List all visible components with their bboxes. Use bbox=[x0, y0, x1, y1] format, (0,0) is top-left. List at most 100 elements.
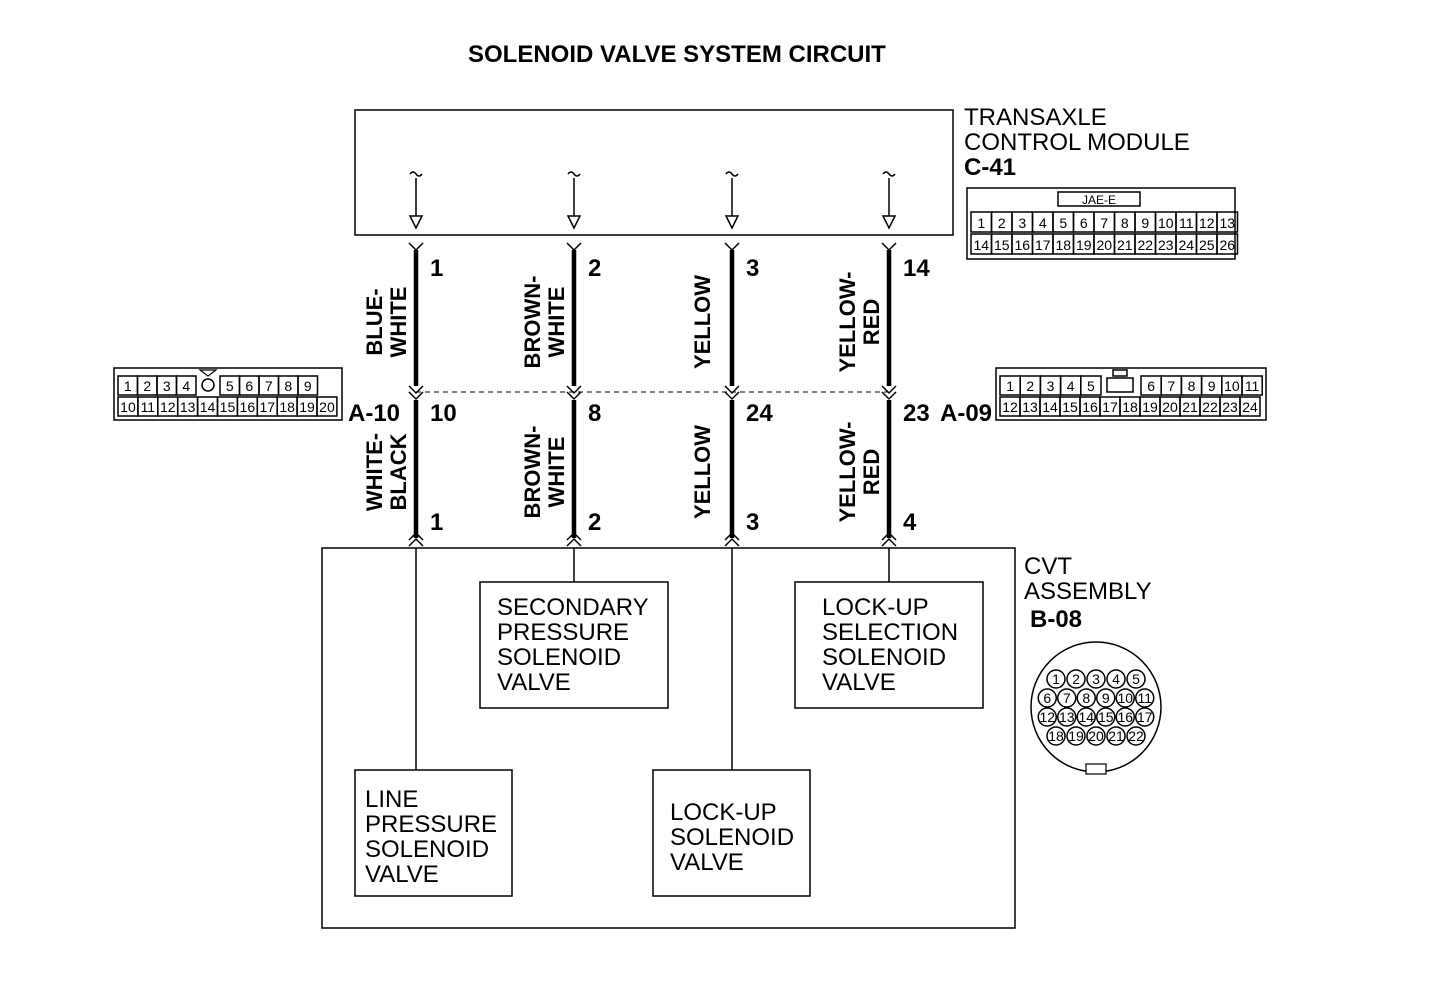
lockup-solenoid-valve: LOCK-UP SOLENOID VALVE bbox=[652, 769, 811, 897]
pin-label: 11 bbox=[1137, 690, 1152, 706]
cvt-connector-id: B-08 bbox=[1030, 606, 1082, 633]
pin-label: 18 bbox=[1048, 728, 1064, 744]
tcm-internal-arrows bbox=[408, 171, 897, 230]
pin-label: 11 bbox=[141, 399, 156, 415]
pin-label: 8 bbox=[1082, 690, 1090, 706]
pin-label: 9 bbox=[1208, 378, 1216, 394]
pin-label: 19 bbox=[1068, 728, 1084, 744]
pin-label: 14 bbox=[973, 237, 989, 253]
pin-label: 19 bbox=[1076, 237, 1092, 253]
secondary-pressure-solenoid-valve: SECONDARY PRESSURE SOLENOID VALVE bbox=[479, 581, 669, 709]
pin-label: 13 bbox=[1059, 709, 1075, 725]
junction-pin-number: 24 bbox=[746, 400, 773, 427]
pin-label: 20 bbox=[1162, 399, 1178, 415]
wire-color-upper: WHITE bbox=[386, 287, 411, 358]
pin-label: 16 bbox=[240, 399, 256, 415]
pin-label: 9 bbox=[304, 378, 312, 394]
pin-label: 23 bbox=[1158, 237, 1174, 253]
wire-color-upper: WHITE bbox=[544, 287, 569, 358]
wire-color-lower: WHITE- bbox=[362, 433, 387, 511]
pin-label: 7 bbox=[1167, 378, 1175, 394]
wire-color-upper: YELLOW bbox=[690, 275, 715, 369]
junction-pin-number: 8 bbox=[588, 400, 601, 427]
cvt-terminal-chevron bbox=[881, 531, 897, 547]
pin-label: 2 bbox=[143, 378, 151, 394]
wire-color-lower: BLACK bbox=[386, 433, 411, 510]
pin-label: 11 bbox=[1245, 378, 1260, 394]
pin-label: 1 bbox=[1052, 671, 1060, 687]
pin-label: 17 bbox=[259, 399, 275, 415]
tcm-pin-number: 3 bbox=[746, 255, 759, 282]
pin-label: 11 bbox=[1179, 215, 1194, 231]
pin-label: 4 bbox=[1039, 215, 1047, 231]
pin-label: 13 bbox=[180, 399, 196, 415]
pin-label: 24 bbox=[1178, 237, 1194, 253]
pin-label: 5 bbox=[1059, 215, 1067, 231]
pin-label: 12 bbox=[1002, 399, 1018, 415]
pin-label: 21 bbox=[1108, 728, 1124, 744]
pin-label: 25 bbox=[1199, 237, 1215, 253]
valve-label: LOCK-UP bbox=[822, 594, 929, 621]
wire-color-lower: YELLOW bbox=[690, 425, 715, 519]
pin-label: 7 bbox=[265, 378, 273, 394]
pin-label: 22 bbox=[1202, 399, 1218, 415]
cvt-terminal-chevron bbox=[408, 531, 424, 547]
cvt-pin-number: 1 bbox=[430, 509, 443, 536]
valve-label: SECONDARY bbox=[497, 594, 649, 621]
tcm-terminal-chevron bbox=[724, 242, 740, 252]
wires: 1101BLUE-WHITEWHITE-BLACK282BROWN-WHITEB… bbox=[362, 242, 930, 547]
wire-color-upper: BLUE- bbox=[362, 288, 387, 355]
junction-upper-chevron bbox=[881, 385, 897, 401]
pin-label: 17 bbox=[1035, 237, 1051, 253]
pin-label: 4 bbox=[1112, 671, 1120, 687]
tcm-internal-symbol bbox=[409, 171, 423, 177]
pin-label: 3 bbox=[1092, 671, 1100, 687]
valve-label: SOLENOID bbox=[365, 836, 489, 863]
lockup-selection-solenoid-valve: LOCK-UP SELECTION SOLENOID VALVE bbox=[794, 581, 984, 709]
valve-label: PRESSURE bbox=[497, 619, 629, 646]
pin-label: 12 bbox=[160, 399, 176, 415]
pin-label: 19 bbox=[1142, 399, 1158, 415]
pin-label: 2 bbox=[1072, 671, 1080, 687]
wire-color-lower: RED bbox=[859, 449, 884, 495]
pin-label: 3 bbox=[1047, 378, 1055, 394]
pin-label: 21 bbox=[1117, 237, 1133, 253]
tcm-internal-symbol bbox=[567, 171, 581, 177]
pin-label: 16 bbox=[1117, 709, 1133, 725]
junction-pin-number: 23 bbox=[903, 400, 930, 427]
wire-color-lower: YELLOW- bbox=[835, 422, 860, 523]
pin-label: 17 bbox=[1102, 399, 1118, 415]
wire-color-upper: BROWN- bbox=[520, 276, 545, 369]
pin-label: 5 bbox=[1132, 671, 1140, 687]
pin-label: 10 bbox=[1224, 378, 1240, 394]
pin-label: 1 bbox=[124, 378, 132, 394]
tcm-pin-number: 1 bbox=[430, 255, 443, 282]
pin-label: 3 bbox=[163, 378, 171, 394]
diagram-title: SOLENOID VALVE SYSTEM CIRCUIT bbox=[468, 41, 886, 68]
pin-label: 18 bbox=[1122, 399, 1138, 415]
pin-label: 5 bbox=[1087, 378, 1095, 394]
pin-label: 17 bbox=[1137, 709, 1153, 725]
pin-label: 13 bbox=[1022, 399, 1038, 415]
tcm-pin-number: 2 bbox=[588, 255, 601, 282]
tcm-label-line2: CONTROL MODULE bbox=[964, 129, 1190, 156]
pin-label: 3 bbox=[1018, 215, 1026, 231]
cvt-pin-number: 2 bbox=[588, 509, 601, 536]
tcm-pin-number: 14 bbox=[903, 255, 930, 282]
tcm-internal-arrowhead bbox=[566, 215, 582, 230]
pin-label: 15 bbox=[1098, 709, 1114, 725]
pin-label: 15 bbox=[1062, 399, 1078, 415]
tcm-terminal-chevron bbox=[881, 242, 897, 252]
pin-label: 24 bbox=[1242, 399, 1258, 415]
cvt-label-line2: ASSEMBLY bbox=[1024, 578, 1152, 605]
line-pressure-solenoid-valve: LINE PRESSURE SOLENOID VALVE bbox=[354, 769, 513, 897]
pin-label: 21 bbox=[1182, 399, 1198, 415]
